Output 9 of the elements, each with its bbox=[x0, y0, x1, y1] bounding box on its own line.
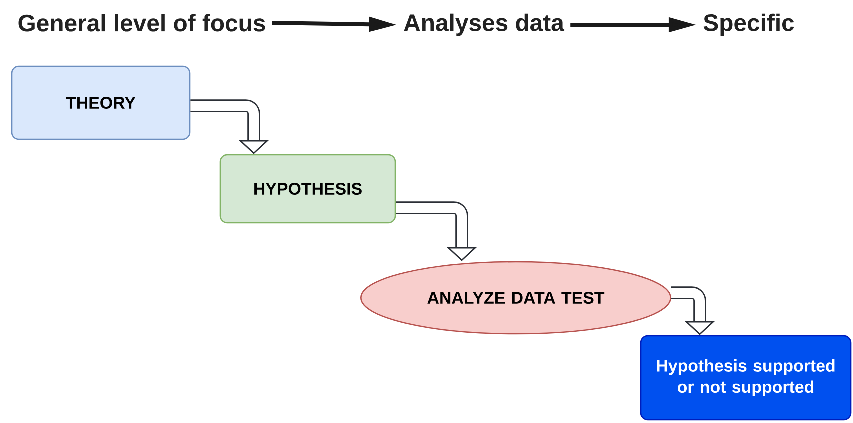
heading-text: Specific bbox=[704, 14, 794, 36]
result-box: Hypothesis supported or not supported bbox=[640, 335, 852, 421]
block-arrow bbox=[672, 286, 716, 336]
block-arrow bbox=[396, 202, 478, 262]
block-arrow bbox=[190, 100, 270, 154]
process-box: THEORY bbox=[11, 66, 191, 140]
heading-text: General level of focus bbox=[18, 14, 266, 32]
heading-text: Analyses data bbox=[404, 14, 565, 36]
process-box: HYPOTHESIS bbox=[220, 154, 396, 224]
